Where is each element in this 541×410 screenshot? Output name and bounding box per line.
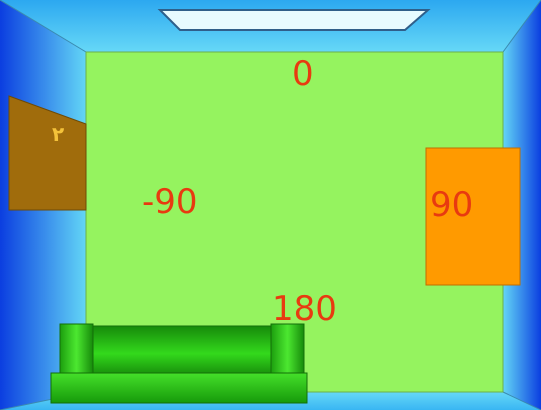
window-icon <box>160 10 428 30</box>
door-mark: ٢ <box>52 124 64 144</box>
angle-label-left: -90 <box>142 185 198 219</box>
angle-label-right: 90 <box>430 188 473 222</box>
angle-label-top: 0 <box>292 57 314 91</box>
sofa-icon[interactable] <box>51 324 307 403</box>
angle-label-bottom: 180 <box>272 292 337 326</box>
